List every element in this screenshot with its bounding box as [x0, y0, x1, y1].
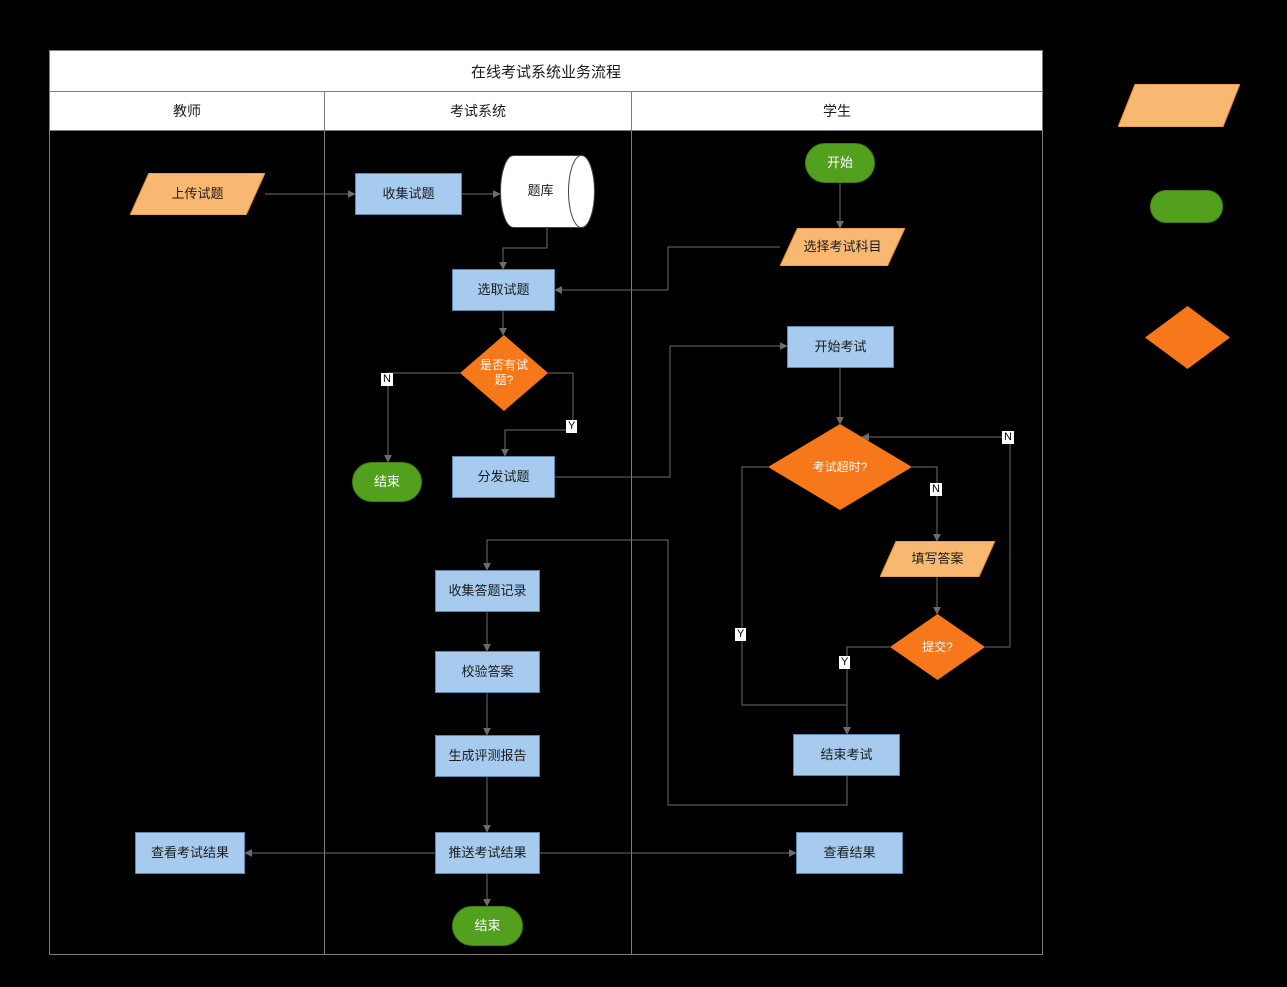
node-label: 选择考试科目	[803, 238, 882, 254]
node-teacher-end: 结束	[352, 462, 422, 502]
node-label: 填写答案	[911, 550, 964, 566]
node-start: 开始	[805, 143, 875, 183]
node-choose-subject: 选择考试科目	[780, 228, 905, 266]
node-label: 结束	[474, 917, 501, 933]
node-upload-questions: 上传试题	[130, 173, 265, 215]
node-label: 推送考试结果	[448, 844, 527, 860]
node-label: 生成评测报告	[448, 747, 527, 763]
node-label: 考试超时?	[812, 459, 868, 474]
node-label: 查看考试结果	[150, 844, 229, 860]
legend-decision-shape	[1145, 306, 1230, 369]
node-begin-exam: 开始考试	[787, 326, 894, 368]
legend-io-shape	[1118, 84, 1240, 127]
lane-header-student: 学生	[631, 92, 1042, 130]
node-collect-answer-records: 收集答题记录	[435, 570, 540, 612]
parallelogram-icon	[1118, 84, 1240, 127]
node-system-end: 结束	[452, 906, 523, 946]
node-label: 查看结果	[823, 844, 876, 860]
parallelogram-icon	[880, 541, 995, 577]
node-pick-questions: 选取试题	[452, 269, 555, 311]
node-collect-questions: 收集试题	[355, 173, 462, 215]
lane-header-teacher: 教师	[50, 92, 324, 130]
node-verify-answers: 校验答案	[435, 651, 540, 693]
edge-label-yes: Y	[839, 656, 851, 669]
node-end-exam: 结束考试	[793, 734, 900, 776]
edge-label-yes: Y	[735, 628, 747, 641]
node-push-results: 推送考试结果	[435, 832, 540, 874]
node-distribute-questions: 分发试题	[452, 456, 555, 498]
diagram-title: 在线考试系统业务流程	[50, 51, 1042, 92]
node-label: 提交?	[922, 639, 953, 654]
node-label: 题库	[527, 183, 554, 199]
node-label: 上传试题	[171, 185, 224, 201]
edge-label-no: N	[1002, 431, 1014, 444]
node-view-results: 查看结果	[796, 832, 903, 874]
legend-terminal-shape	[1150, 190, 1223, 223]
edge-label-no: N	[381, 373, 393, 386]
node-label: 结束考试	[820, 746, 873, 762]
lane-headers: 教师 考试系统 学生	[50, 92, 1042, 131]
lane-divider-1	[324, 131, 325, 954]
lane-divider-2	[631, 131, 632, 954]
parallelogram-icon	[130, 173, 265, 215]
node-question-bank: 题库	[500, 155, 595, 228]
node-label: 收集答题记录	[448, 582, 527, 598]
node-fill-answers: 填写答案	[880, 541, 995, 577]
node-label: 校验答案	[461, 663, 514, 679]
node-label: 分发试题	[477, 468, 530, 484]
node-label: 选取试题	[477, 281, 530, 297]
node-view-exam-results: 查看考试结果	[135, 832, 245, 874]
database-icon	[500, 155, 595, 228]
node-label: 结束	[373, 473, 400, 489]
lane-header-system: 考试系统	[324, 92, 631, 130]
node-generate-report: 生成评测报告	[435, 735, 540, 777]
edge-label-no: N	[930, 483, 942, 496]
parallelogram-icon	[780, 228, 905, 266]
edge-label-yes: Y	[566, 420, 578, 433]
node-label: 开始考试	[814, 338, 867, 354]
node-label: 收集试题	[382, 185, 435, 201]
node-label: 开始	[826, 154, 853, 170]
node-label: 是否有试题?	[479, 358, 528, 387]
